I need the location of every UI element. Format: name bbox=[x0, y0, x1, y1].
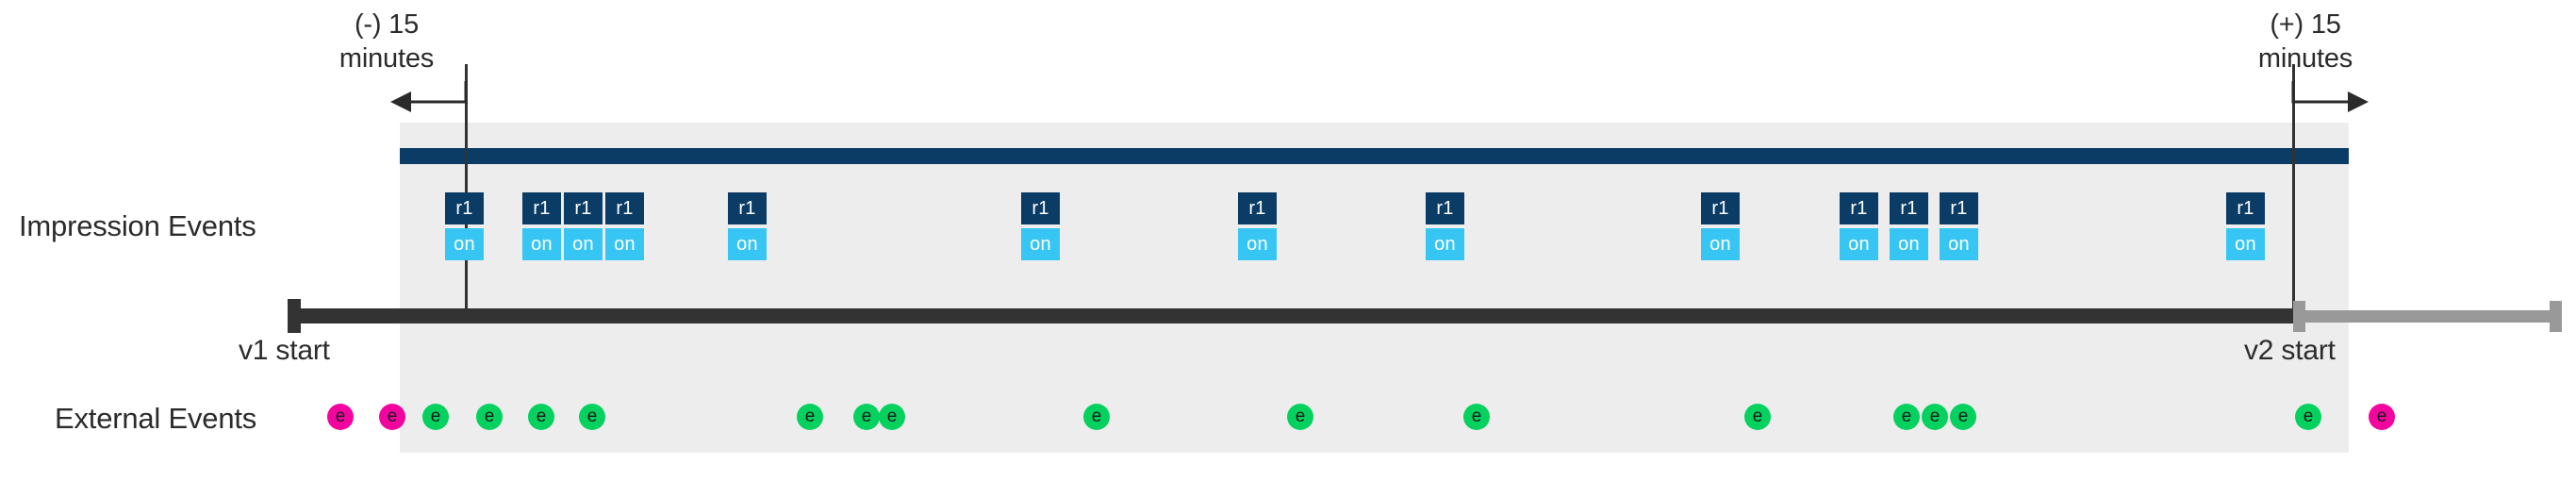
impression-event-stack: r1 on bbox=[564, 192, 603, 260]
external-event-dot-inside: e bbox=[422, 404, 449, 430]
external-event-dot-inside: e bbox=[1287, 404, 1313, 430]
external-event-dot-outside: e bbox=[2369, 404, 2395, 430]
v2-end-cap bbox=[2550, 301, 2562, 332]
external-event-dot-inside: e bbox=[2295, 404, 2321, 430]
lookback-callout: (-) 15 minutes bbox=[292, 8, 481, 121]
impression-request-badge: r1 bbox=[1940, 192, 1978, 224]
lookahead-callout: (+) 15 minutes bbox=[2211, 8, 2400, 121]
window-end-guide-line bbox=[2292, 64, 2295, 316]
impression-state-badge: on bbox=[564, 228, 603, 260]
impression-request-badge: r1 bbox=[1701, 192, 1740, 224]
impression-state-badge: on bbox=[605, 228, 644, 260]
impression-state-badge: on bbox=[1940, 228, 1978, 260]
impression-request-badge: r1 bbox=[564, 192, 603, 224]
impression-event-stack: r1 on bbox=[1940, 192, 1978, 260]
lookahead-arrow-icon bbox=[2291, 81, 2369, 112]
external-event-dot-outside: e bbox=[327, 404, 354, 430]
v1-start-label: v1 start bbox=[239, 335, 330, 366]
impression-event-stack: r1 on bbox=[1238, 192, 1277, 260]
external-event-dot-inside: e bbox=[1893, 404, 1920, 430]
impression-request-badge: r1 bbox=[1238, 192, 1277, 224]
impression-request-badge: r1 bbox=[445, 192, 484, 224]
v2-start-label: v2 start bbox=[2244, 335, 2336, 366]
impression-event-stack: r1 on bbox=[1021, 192, 1060, 260]
impression-event-stack: r1 on bbox=[1426, 192, 1464, 260]
impression-state-badge: on bbox=[1426, 228, 1464, 260]
impression-request-badge: r1 bbox=[1426, 192, 1464, 224]
impression-state-badge: on bbox=[1840, 228, 1878, 260]
external-event-dot-inside: e bbox=[528, 404, 554, 430]
impression-state-badge: on bbox=[522, 228, 561, 260]
impression-request-badge: r1 bbox=[1021, 192, 1060, 224]
external-event-dot-inside: e bbox=[579, 404, 605, 430]
impression-state-badge: on bbox=[2226, 228, 2265, 260]
impression-state-badge: on bbox=[1701, 228, 1740, 260]
external-events-row-label: External Events bbox=[55, 402, 257, 435]
impression-state-badge: on bbox=[1021, 228, 1060, 260]
impression-event-stack: r1 on bbox=[2226, 192, 2265, 260]
v1-timeline bbox=[288, 308, 2301, 323]
external-event-dot-inside: e bbox=[1083, 404, 1110, 430]
impression-event-stack: r1 on bbox=[1840, 192, 1878, 260]
impression-state-badge: on bbox=[728, 228, 767, 260]
lookback-callout-line1: (-) 15 bbox=[354, 9, 420, 40]
version-active-bar bbox=[400, 148, 2349, 164]
impression-event-stack: r1 on bbox=[522, 192, 561, 260]
impression-request-badge: r1 bbox=[728, 192, 767, 224]
external-event-dot-inside: e bbox=[1463, 404, 1490, 430]
external-event-dot-outside: e bbox=[379, 404, 405, 430]
external-event-dot-inside: e bbox=[1950, 404, 1976, 430]
window-start-guide-line bbox=[465, 64, 468, 316]
external-event-dot-inside: e bbox=[1744, 404, 1771, 430]
external-event-dot-inside: e bbox=[476, 404, 503, 430]
impression-state-badge: on bbox=[1890, 228, 1928, 260]
impression-request-badge: r1 bbox=[2226, 192, 2265, 224]
external-event-dot-inside: e bbox=[797, 404, 823, 430]
impression-request-badge: r1 bbox=[522, 192, 561, 224]
lookback-arrow-icon bbox=[390, 81, 468, 112]
impression-request-badge: r1 bbox=[1890, 192, 1928, 224]
lookahead-callout-line1: (+) 15 bbox=[2270, 9, 2341, 40]
impression-state-badge: on bbox=[445, 228, 484, 260]
attribution-window-band bbox=[400, 123, 2349, 453]
lookback-callout-line2: minutes bbox=[339, 43, 435, 74]
impression-event-stack: r1 on bbox=[728, 192, 767, 260]
lookahead-callout-line2: minutes bbox=[2257, 43, 2353, 74]
impression-event-stack: r1 on bbox=[605, 192, 644, 260]
impression-events-row-label: Impression Events bbox=[19, 209, 256, 242]
impression-request-badge: r1 bbox=[605, 192, 644, 224]
external-event-dot-inside: e bbox=[879, 404, 905, 430]
external-event-dot-inside: e bbox=[1922, 404, 1948, 430]
v2-timeline bbox=[2293, 310, 2562, 323]
impression-event-stack: r1 on bbox=[1701, 192, 1740, 260]
impression-event-stack: r1 on bbox=[445, 192, 484, 260]
impression-state-badge: on bbox=[1238, 228, 1277, 260]
impression-event-stack: r1 on bbox=[1890, 192, 1928, 260]
external-event-dot-inside: e bbox=[853, 404, 880, 430]
impression-request-badge: r1 bbox=[1840, 192, 1878, 224]
